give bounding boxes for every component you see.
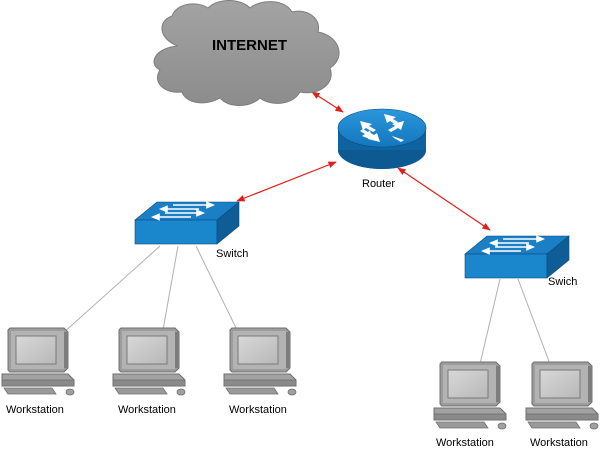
- workstation-3-label: Workstation: [229, 404, 287, 416]
- link-switch-ws2: [162, 245, 179, 331]
- workstation-2-label: Workstation: [118, 404, 176, 416]
- switch-left-icon: [134, 201, 240, 245]
- link-router-switch: [236, 161, 337, 202]
- workstation-5-label: Workstation: [530, 437, 588, 449]
- link-swich-ws4: [479, 278, 501, 365]
- workstation-2-icon: [112, 327, 186, 396]
- switch-left-label: Switch: [216, 248, 249, 260]
- workstation-1-icon: [1, 327, 75, 396]
- core-links: [236, 91, 491, 231]
- workstation-3-icon: [223, 327, 297, 396]
- workstation-4-icon: [433, 361, 507, 430]
- link-internet-router: [311, 91, 344, 113]
- link-router-swich: [397, 167, 491, 231]
- switch-right-icon: [464, 235, 570, 279]
- internet-label: INTERNET: [212, 37, 287, 54]
- workstation-5-icon: [525, 361, 599, 430]
- link-switch-ws1: [61, 245, 161, 335]
- link-switch-ws3: [195, 245, 239, 333]
- internet-cloud-icon: [153, 0, 340, 106]
- link-swich-ws5: [517, 278, 551, 365]
- workstation-4-label: Workstation: [436, 437, 494, 449]
- workstation-1-label: Workstation: [6, 404, 64, 416]
- ethernet-links: [61, 245, 551, 365]
- router-label: Router: [362, 178, 396, 190]
- switch-right-label: Swich: [548, 276, 578, 288]
- router-icon: [337, 108, 427, 169]
